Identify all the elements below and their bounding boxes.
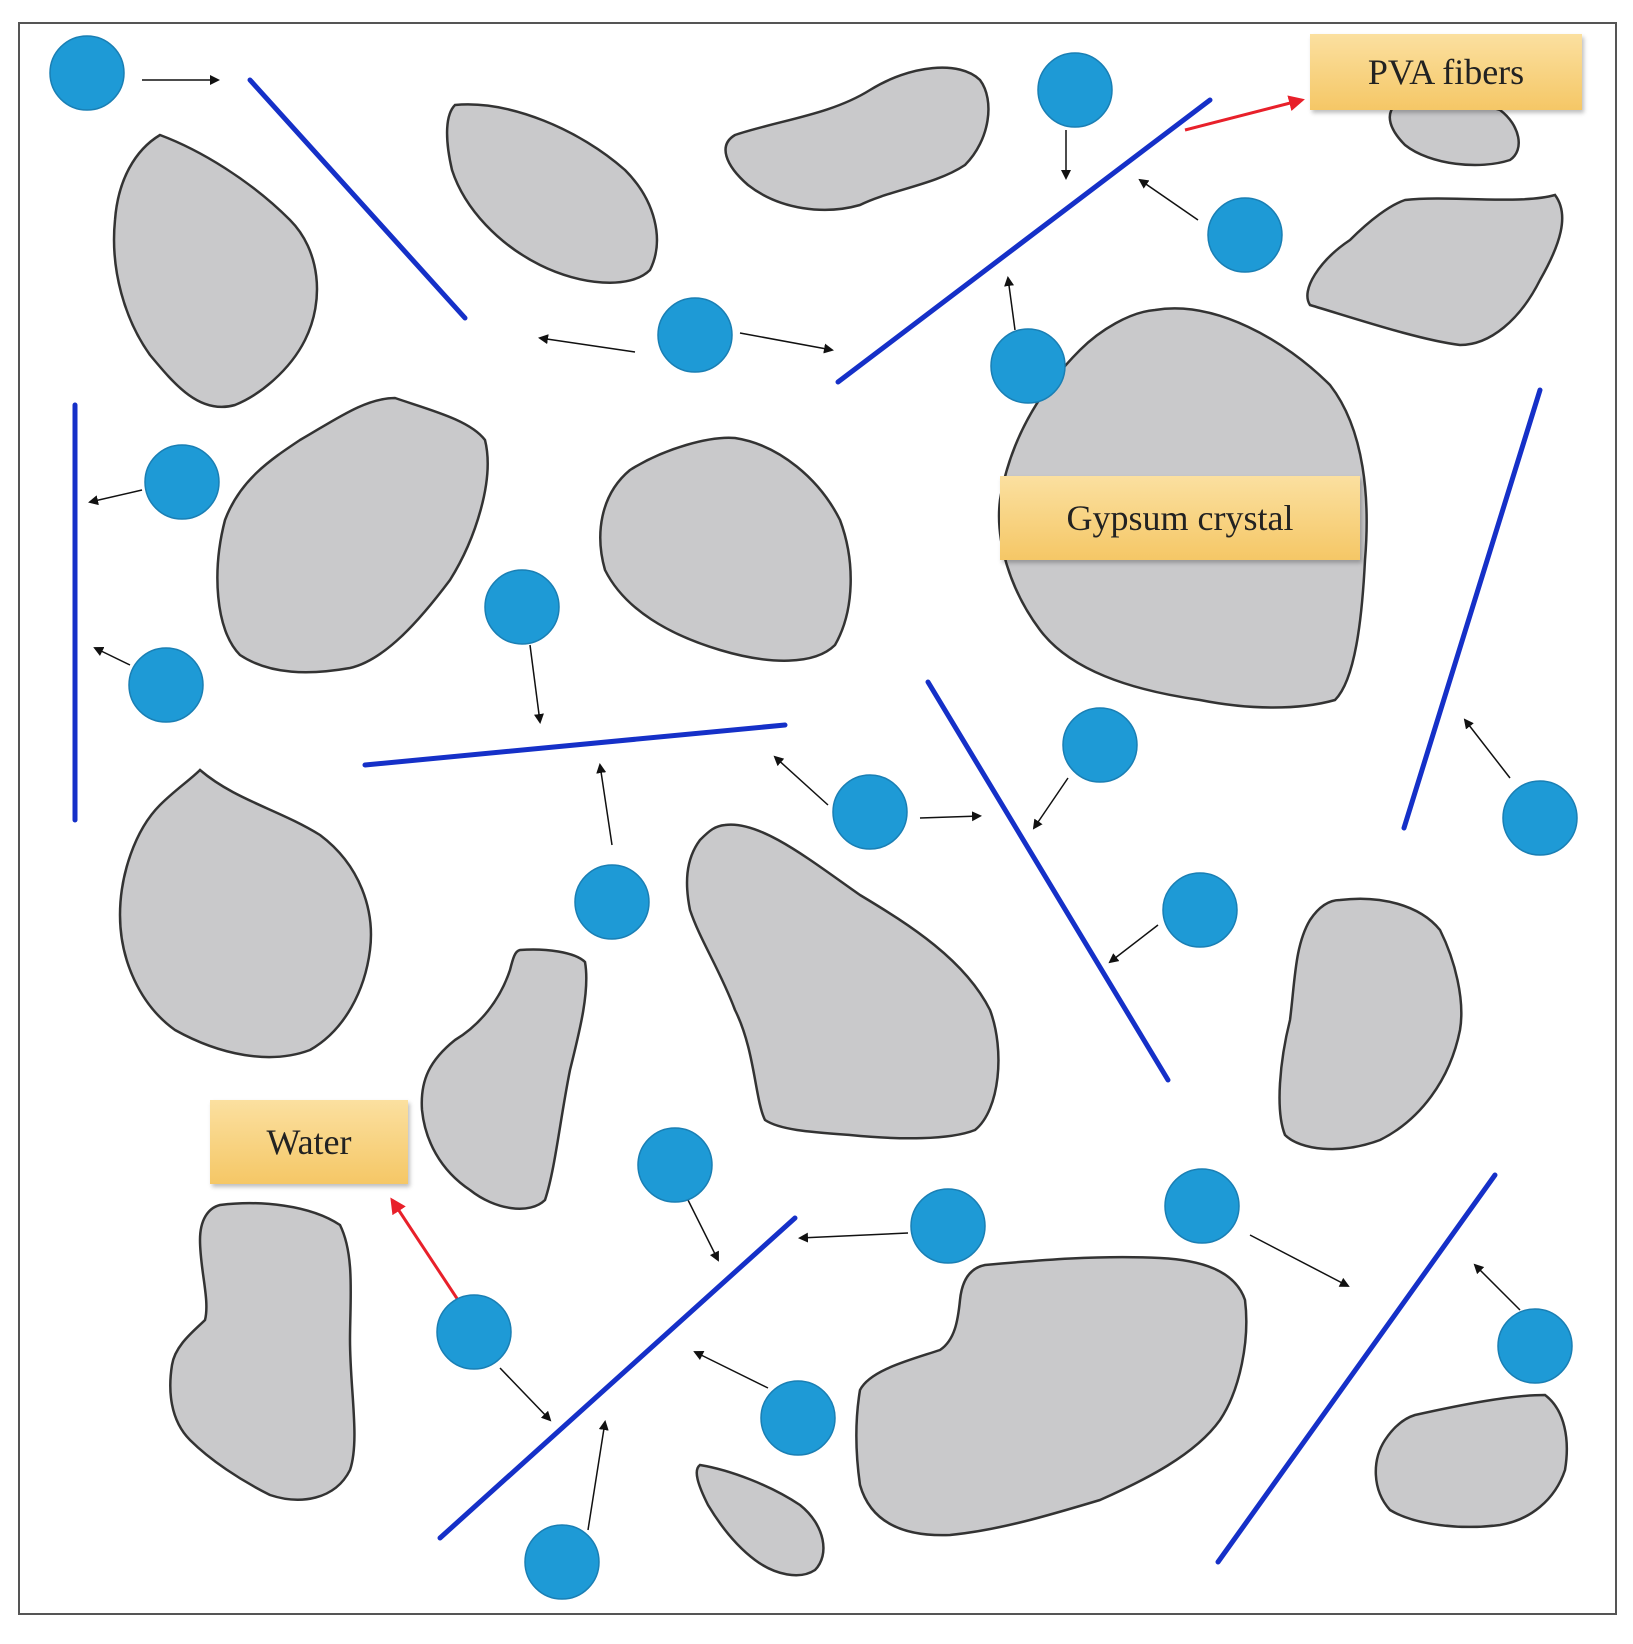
pva-fiber bbox=[247, 77, 468, 321]
arrow bbox=[529, 644, 544, 724]
water-droplet bbox=[49, 35, 125, 111]
water-droplet bbox=[760, 1380, 836, 1456]
arrow bbox=[739, 332, 834, 354]
gypsum-crystal bbox=[855, 1255, 1248, 1537]
gypsum-crystal bbox=[420, 948, 588, 1210]
gypsum-crystal bbox=[216, 396, 489, 674]
gypsum-crystal bbox=[169, 1201, 356, 1501]
arrow bbox=[1032, 777, 1069, 830]
arrow bbox=[687, 1199, 719, 1262]
water-droplet bbox=[1062, 707, 1138, 783]
water-migration-arrows bbox=[88, 75, 1521, 1531]
gypsum-crystal bbox=[1306, 193, 1564, 347]
arrow bbox=[499, 1367, 552, 1422]
label-pva-fibers: PVA fibers bbox=[1310, 34, 1582, 110]
arrow bbox=[587, 1420, 609, 1531]
water-droplet bbox=[484, 569, 560, 645]
water-droplet bbox=[524, 1524, 600, 1600]
water-droplet bbox=[832, 774, 908, 850]
arrow bbox=[88, 489, 143, 506]
water-droplet bbox=[1497, 1308, 1573, 1384]
pva-fiber bbox=[1215, 1172, 1498, 1565]
arrow bbox=[1138, 178, 1199, 221]
label-water: Water bbox=[210, 1100, 408, 1184]
arrow bbox=[798, 1232, 909, 1243]
arrow bbox=[596, 763, 613, 846]
gypsum-crystal bbox=[599, 436, 852, 662]
water-droplet bbox=[144, 444, 220, 520]
arrow bbox=[1463, 718, 1511, 779]
water-droplet bbox=[128, 647, 204, 723]
pva-fiber bbox=[925, 679, 1171, 1083]
pva-fiber bbox=[437, 1215, 798, 1541]
gypsum-crystal bbox=[1388, 100, 1520, 167]
arrow bbox=[773, 755, 829, 806]
water-droplet bbox=[1037, 52, 1113, 128]
gypsum-crystal bbox=[1374, 1393, 1569, 1529]
water-droplet bbox=[637, 1127, 713, 1203]
water-droplet bbox=[1502, 780, 1578, 856]
water-droplet bbox=[910, 1188, 986, 1264]
label-gypsum-crystal: Gypsum crystal bbox=[1000, 476, 1360, 560]
gypsum-crystal bbox=[445, 103, 659, 284]
arrow bbox=[919, 811, 982, 822]
water-droplet bbox=[1162, 872, 1238, 948]
gypsum-crystal bbox=[112, 133, 319, 409]
callout-arrow-pva bbox=[1184, 95, 1305, 132]
gypsum-crystal bbox=[118, 768, 373, 1059]
pva-fiber bbox=[362, 722, 788, 768]
water-droplet bbox=[1164, 1168, 1240, 1244]
water-droplet bbox=[574, 864, 650, 940]
gypsum-crystal bbox=[685, 823, 1000, 1140]
arrow bbox=[1108, 924, 1159, 964]
water-droplet bbox=[990, 328, 1066, 404]
water-droplet bbox=[436, 1294, 512, 1370]
pva-fiber bbox=[1401, 387, 1543, 831]
arrow bbox=[1473, 1263, 1521, 1311]
label-backgrounds bbox=[210, 34, 1582, 1184]
gypsum-crystal bbox=[724, 66, 990, 212]
pva-fiber bbox=[835, 97, 1213, 385]
arrow bbox=[693, 1351, 769, 1389]
water-droplet bbox=[657, 297, 733, 373]
callout-arrow-water bbox=[390, 1197, 460, 1301]
label-callouts bbox=[390, 95, 1305, 1301]
gypsum-crystal bbox=[695, 1463, 825, 1577]
arrow bbox=[538, 334, 636, 353]
arrow bbox=[93, 646, 131, 666]
diagram-frame bbox=[18, 22, 1617, 1615]
arrow bbox=[1249, 1234, 1350, 1287]
arrow bbox=[1004, 276, 1016, 331]
water-droplets bbox=[49, 35, 1578, 1600]
pva-fibers bbox=[72, 77, 1543, 1565]
water-droplet bbox=[1207, 197, 1283, 273]
gypsum-crystal bbox=[1278, 897, 1463, 1151]
